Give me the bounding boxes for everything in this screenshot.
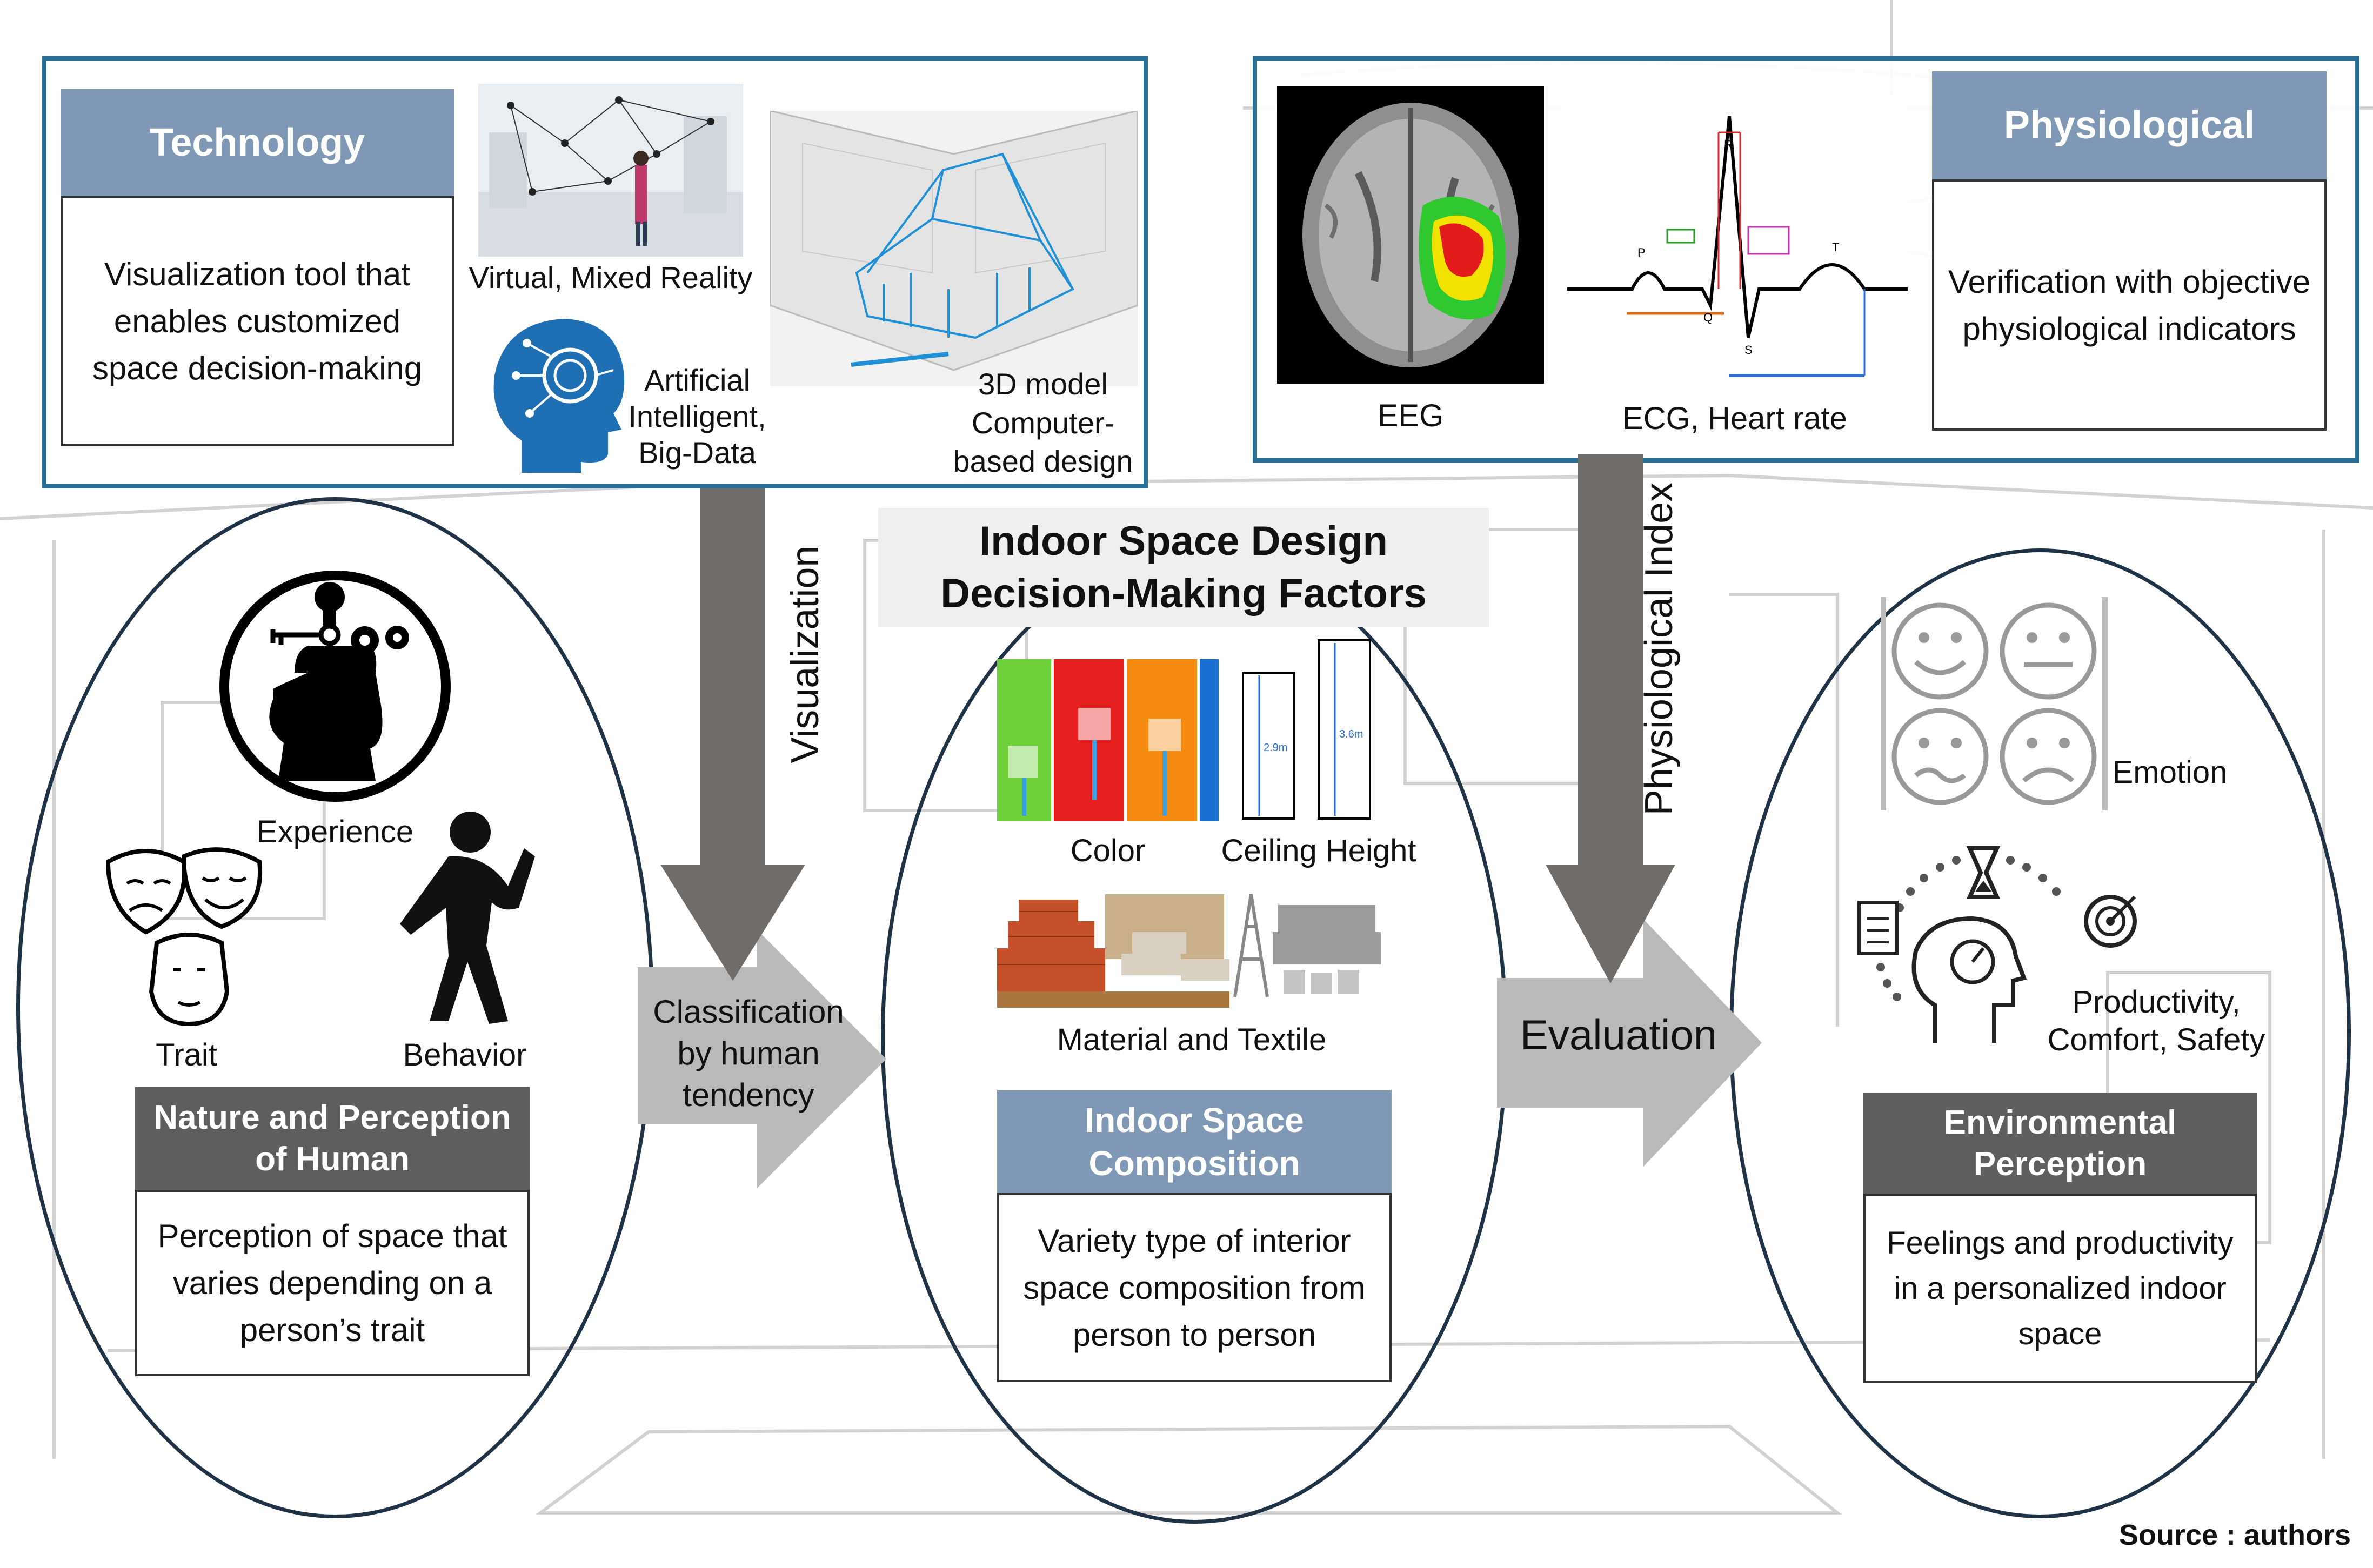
physiological-index-arrow — [1546, 454, 1675, 983]
productivity-icons — [1857, 846, 2137, 1043]
indoor-space-description-box: Variety type of interior space compositi… — [997, 1193, 1392, 1382]
trait-masks-icon — [105, 847, 263, 1027]
ecg-waveform: P Q R S T — [1562, 95, 1908, 386]
human-description: Perception of space that varies dependin… — [157, 1218, 507, 1348]
ai-label: Artificial Intelligent, Big-Data — [628, 363, 766, 470]
ecg-q-mark: Q — [1703, 311, 1713, 324]
technology-header-text: Technology — [149, 121, 365, 164]
material-label: Material and Textile — [1057, 1022, 1327, 1057]
indoor-space-header: Indoor Space Composition — [997, 1090, 1392, 1193]
visualization-arrow-label: Visualization — [784, 545, 827, 763]
indoor-space-header-text: Indoor Space Composition — [1085, 1101, 1304, 1183]
ecg-label: ECG, Heart rate — [1622, 401, 1847, 436]
vr-image — [478, 84, 743, 257]
physiological-description-box: Verification with objective physiologica… — [1932, 179, 2327, 431]
physiological-header-text: Physiological — [2003, 104, 2255, 147]
experience-head-icon — [219, 571, 451, 802]
classification-arrow — [638, 929, 886, 1189]
physiological-description: Verification with objective physiologica… — [1948, 263, 2311, 347]
house-3d-model-image — [770, 111, 1138, 386]
technology-description: Visualization tool that enables customiz… — [92, 256, 423, 386]
behavior-label: Behavior — [403, 1037, 527, 1073]
human-description-box: Perception of space that varies dependin… — [135, 1190, 530, 1376]
behavior-thinking-icon — [400, 812, 535, 1024]
eeg-label: EEG — [1377, 398, 1444, 433]
model-label: 3D model Computer-based design — [953, 367, 1133, 479]
trait-label: Trait — [156, 1037, 217, 1073]
environment-description: Feelings and productivity in a personali… — [1887, 1225, 2234, 1352]
source-label: Source : authors — [2118, 1519, 2351, 1551]
ai-head-icon — [493, 319, 625, 473]
environment-description-box: Feelings and productivity in a personali… — [1863, 1194, 2257, 1383]
center-title-line1: Indoor Space Design — [979, 518, 1388, 564]
color-rollers-image — [997, 659, 1219, 821]
emotion-faces-icon — [1881, 597, 2108, 810]
technology-description-box: Visualization tool that enables customiz… — [61, 196, 454, 446]
visualization-arrow — [660, 488, 805, 981]
vr-label: Virtual, Mixed Reality — [469, 260, 753, 294]
ecg-t-mark: T — [1832, 240, 1839, 254]
ceiling-label: Ceiling Height — [1221, 833, 1416, 868]
color-label: Color — [1070, 833, 1146, 868]
ceiling-height-image: 2.9m 3.6m — [1242, 639, 1371, 820]
environment-header-text: Environmental Perception — [1943, 1103, 2177, 1183]
evaluation-arrow-label: Evaluation — [1520, 1011, 1717, 1058]
ecg-r-mark: R — [1724, 138, 1733, 151]
materials-image — [997, 873, 1392, 1013]
center-title-line2: Decision-Making Factors — [940, 571, 1427, 617]
eeg-brain-image — [1277, 86, 1544, 384]
center-title-box — [878, 508, 1489, 627]
physiological-header: Physiological — [1932, 71, 2327, 179]
productivity-label: Productivity, Comfort, Safety — [2047, 984, 2265, 1057]
experience-label: Experience — [256, 814, 414, 849]
ecg-s-mark: S — [1744, 343, 1753, 357]
indoor-space-description: Variety type of interior space compositi… — [1023, 1222, 1366, 1353]
physiological-index-arrow-label: Physiological Index — [1637, 482, 1681, 816]
human-header: Nature and Perception of Human — [135, 1087, 530, 1190]
technology-header: Technology — [61, 89, 454, 196]
ceiling-short-value: 2.9m — [1264, 742, 1287, 754]
emotion-label: Emotion — [2112, 755, 2228, 790]
classification-arrow-label: Classification by human tendency — [653, 994, 844, 1113]
human-header-text: Nature and Perception of Human — [153, 1098, 511, 1178]
environment-header: Environmental Perception — [1863, 1093, 2257, 1194]
evaluation-arrow — [1497, 919, 1762, 1167]
ceiling-tall-value: 3.6m — [1339, 728, 1363, 740]
ecg-p-mark: P — [1637, 246, 1646, 259]
